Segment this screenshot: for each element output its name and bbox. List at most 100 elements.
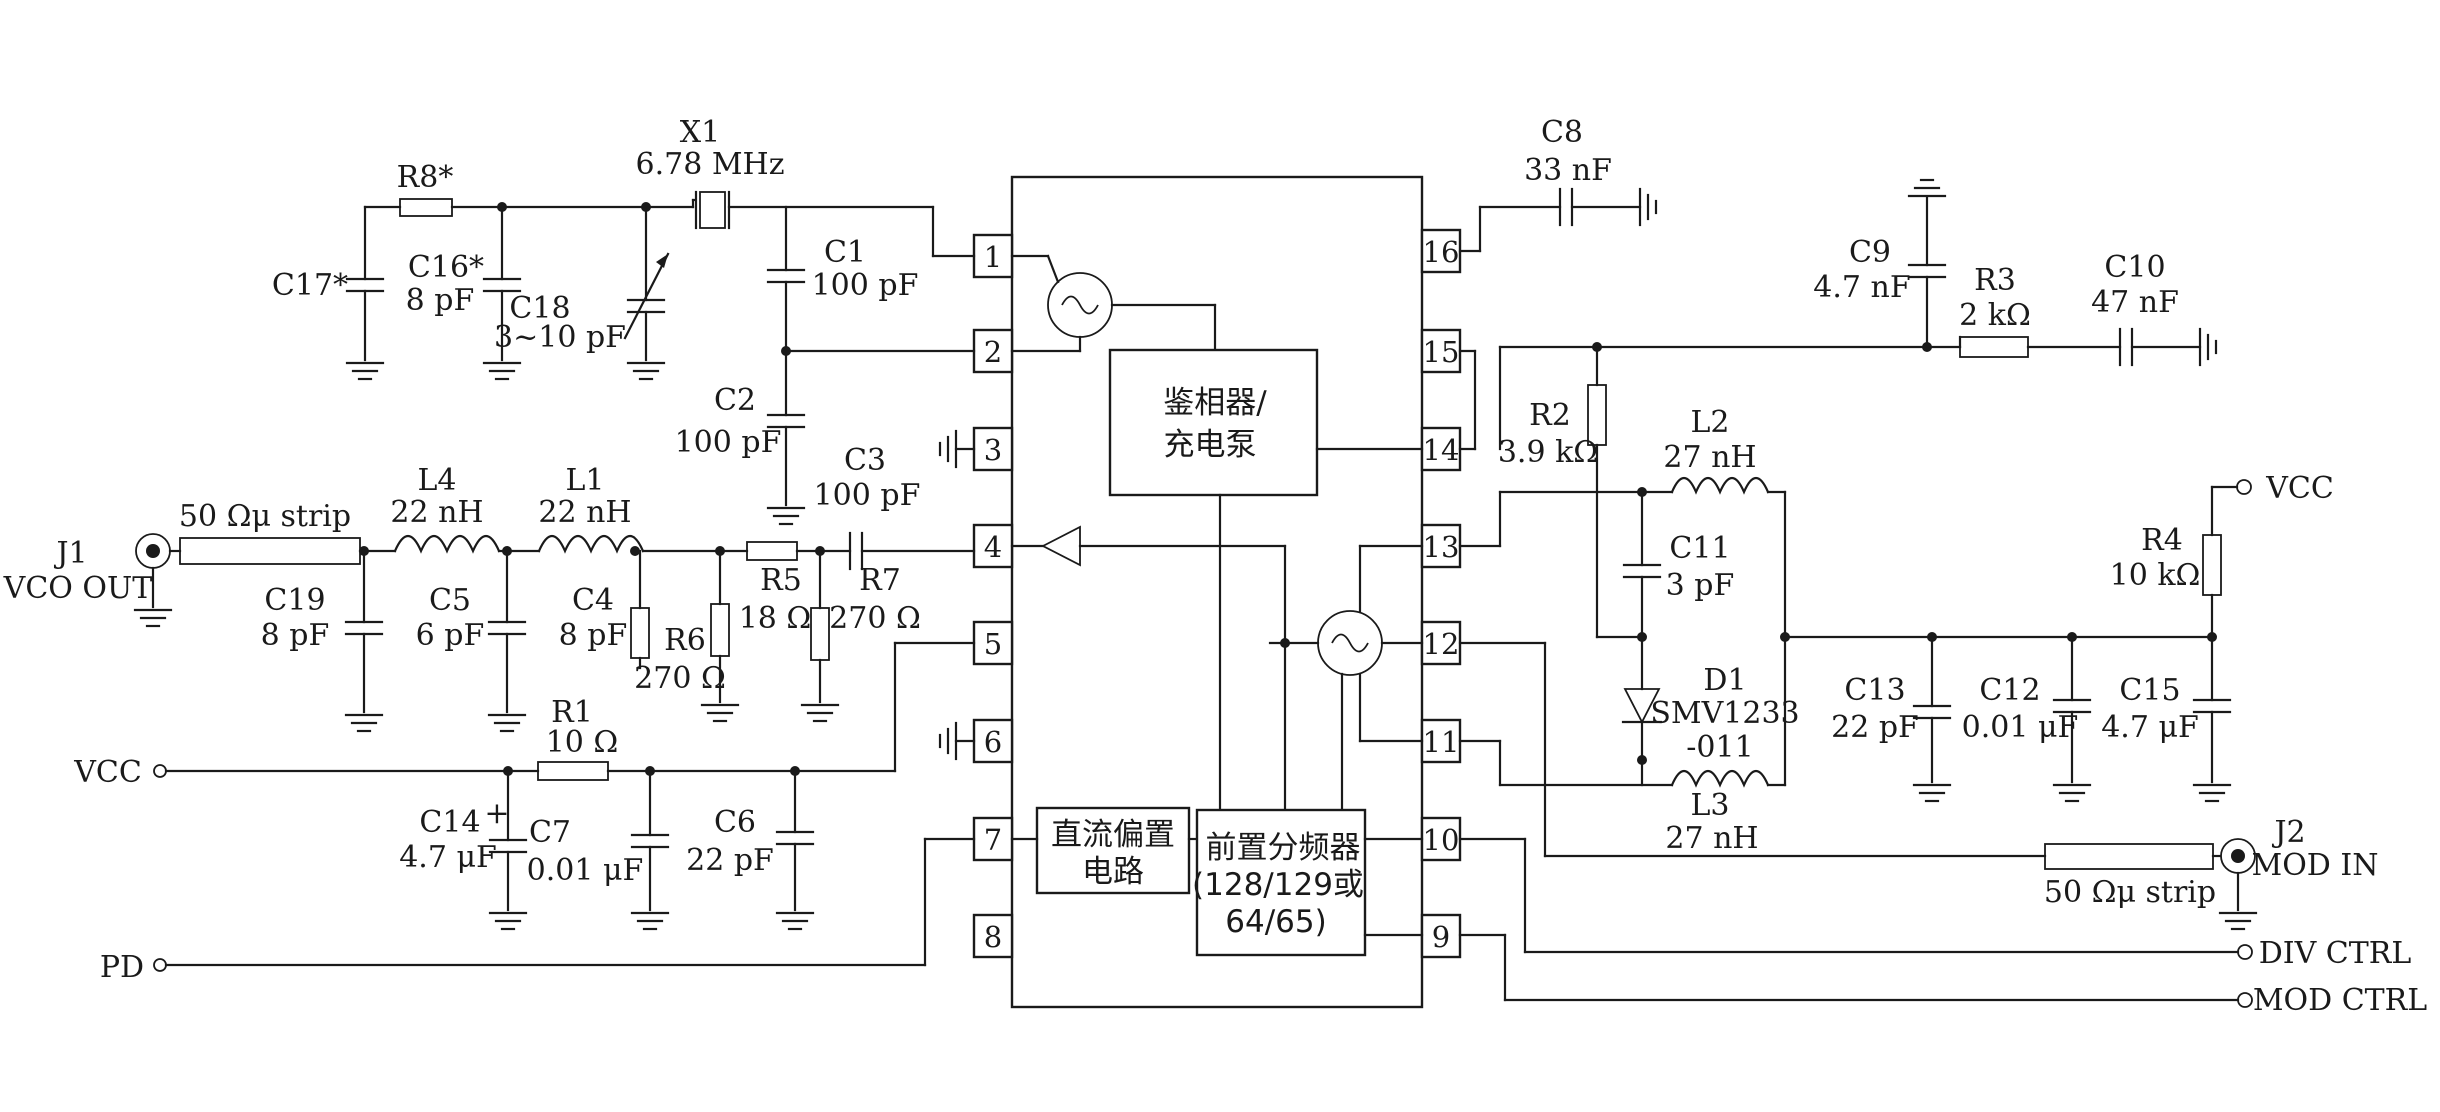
c12-value: 0.01 μF <box>1962 710 2079 745</box>
r7-name: R7 <box>859 563 901 598</box>
r1-value: 10 Ω <box>546 725 619 760</box>
r5-name: R5 <box>760 563 802 598</box>
pin-4-label: 4 <box>984 530 1002 564</box>
l4-value: 22 nH <box>390 495 483 530</box>
l3-value: 27 nH <box>1665 821 1758 856</box>
j2-label: MOD IN <box>2251 848 2378 883</box>
r4-name: R4 <box>2141 523 2183 558</box>
l1-value: 22 nH <box>538 495 631 530</box>
c9-value: 4.7 nF <box>1813 270 1910 305</box>
bias-label-line2: 电路 <box>1082 854 1144 890</box>
pin-14-label: 14 <box>1423 433 1460 467</box>
c15-name: C15 <box>2119 673 2180 708</box>
pin-13-label: 13 <box>1423 530 1460 564</box>
c7-name: C7 <box>529 815 571 850</box>
oscillator-symbol <box>1010 254 1217 353</box>
prescaler-label-line1: 前置分频器 <box>1206 830 1361 866</box>
r6-name: R6 <box>664 623 706 658</box>
c5-name: C5 <box>429 583 471 618</box>
r2-name: R2 <box>1529 398 1571 433</box>
ic-pins-right: 9 10 11 12 13 14 15 16 <box>1420 228 1462 959</box>
c2-value: 100 pF <box>675 425 782 460</box>
pfd-label-line1: 鉴相器/ <box>1163 385 1267 421</box>
c10-value: 47 nF <box>2091 285 2179 320</box>
c6-value: 22 pF <box>686 843 774 878</box>
loop-filter <box>1458 178 2218 639</box>
c3-name: C3 <box>844 443 886 478</box>
c11-name: C11 <box>1669 531 1730 566</box>
dc-bias-block: 直流偏置 电路 <box>1010 806 1199 895</box>
phase-detector-block: 鉴相器/ 充电泵 <box>1108 348 1424 812</box>
r3-value: 2 kΩ <box>1959 298 2031 333</box>
crystal-network <box>345 190 976 526</box>
supply-decoupling <box>153 641 976 972</box>
c15-value: 4.7 μF <box>2101 710 2199 745</box>
c8-name: C8 <box>1541 115 1583 150</box>
j2-name: J2 <box>2271 815 2305 850</box>
c11-value: 3 pF <box>1666 568 1735 603</box>
d1-value1: SMV1233 <box>1650 696 1799 731</box>
prescaler-label-line3: 64/65) <box>1225 904 1326 940</box>
vcc-left-label: VCC <box>73 755 142 790</box>
j1-name: J1 <box>53 536 87 571</box>
pin-8-label: 8 <box>984 920 1002 954</box>
c14-name: C14 <box>419 805 480 840</box>
c7-value: 0.01 μF <box>527 853 644 888</box>
vco-symbol <box>1268 544 1424 812</box>
div-ctrl-label: DIV CTRL <box>2259 936 2412 971</box>
control-lines <box>1458 837 2253 1008</box>
c18-value: 3~10 pF <box>494 320 626 355</box>
varactor-bias <box>1912 479 2252 803</box>
strip2-label: 50 Ωμ strip <box>2044 875 2216 910</box>
c6-name: C6 <box>714 805 756 840</box>
prescaler-block: 前置分频器 (128/129或 64/65) <box>1192 808 1424 957</box>
pin-5-label: 5 <box>984 627 1002 661</box>
c13-value: 22 pF <box>1831 710 1919 745</box>
pin-7-label: 7 <box>984 823 1002 857</box>
c9-name: C9 <box>1849 235 1891 270</box>
pin6-ground <box>938 721 976 761</box>
bias-label-line1: 直流偏置 <box>1051 817 1175 853</box>
c2-name: C2 <box>714 383 756 418</box>
r7-value: 270 Ω <box>829 601 921 636</box>
d1-value2: -011 <box>1686 730 1753 765</box>
buffer-amp-symbol <box>1010 525 1287 812</box>
x1-value: 6.78 MHz <box>635 147 784 182</box>
x1-name: X1 <box>680 115 720 150</box>
c16-value: 8 pF <box>406 283 475 318</box>
c13-name: C13 <box>1844 673 1905 708</box>
r4-value: 10 kΩ <box>2110 558 2201 593</box>
c17-name: C17* <box>272 268 348 303</box>
r6-value: 270 Ω <box>634 661 726 696</box>
modulation-input <box>1458 641 2258 931</box>
pin-15-label: 15 <box>1423 335 1460 369</box>
c16-name: C16* <box>408 250 484 285</box>
pin-1-label: 1 <box>984 240 1002 274</box>
pd-label: PD <box>100 950 144 985</box>
c19-value: 8 pF <box>261 618 330 653</box>
vco-output-filter <box>133 531 976 733</box>
pin-2-label: 2 <box>984 335 1002 369</box>
r5-value: 18 Ω <box>739 601 812 636</box>
j1-label: VCO OUT <box>3 571 153 606</box>
c1-name: C1 <box>824 235 866 270</box>
l2-value: 27 nH <box>1663 440 1756 475</box>
c14-value: 4.7 μF <box>399 840 497 875</box>
pin16-decoupling <box>1458 187 1658 253</box>
c10-name: C10 <box>2104 250 2165 285</box>
strip1-label: 50 Ωμ strip <box>179 499 351 534</box>
pin-3-label: 3 <box>984 433 1002 467</box>
pin-11-label: 11 <box>1423 725 1460 759</box>
c8-value: 33 nF <box>1524 153 1612 188</box>
c3-value: 100 pF <box>814 478 921 513</box>
l1-name: L1 <box>565 463 604 498</box>
c12-name: C12 <box>1979 673 2040 708</box>
prescaler-label-line2: (128/129或 <box>1192 867 1364 903</box>
pin-6-label: 6 <box>984 725 1002 759</box>
r1-name: R1 <box>551 695 593 730</box>
l4-name: L4 <box>417 463 456 498</box>
c19-name: C19 <box>264 583 325 618</box>
pfd-label-line2: 充电泵 <box>1164 427 1257 463</box>
pin3-ground <box>938 429 976 469</box>
